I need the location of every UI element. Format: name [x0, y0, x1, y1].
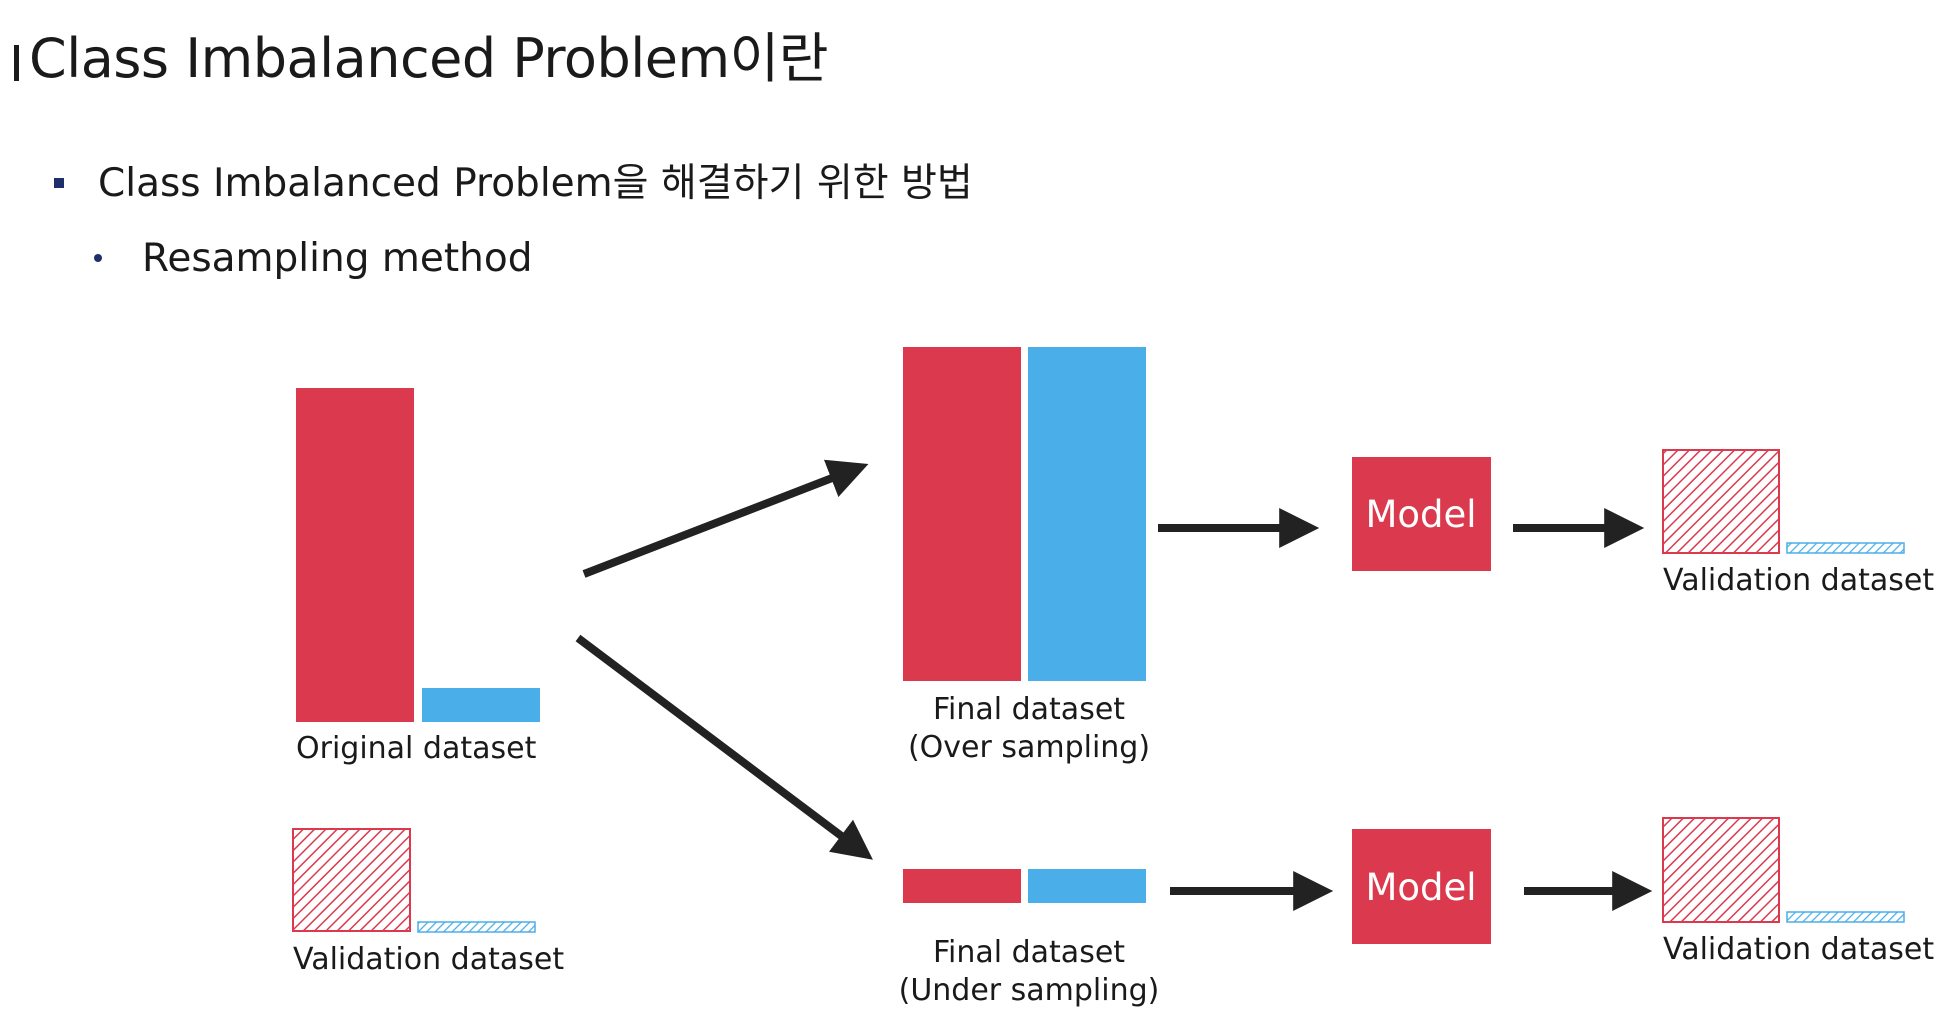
page-title-text: Class Imbalanced Problem이란: [29, 27, 828, 90]
validation-majority-box: [292, 828, 411, 932]
model-box-over-rect: [1352, 457, 1491, 571]
original-dataset-label: Original dataset: [296, 731, 537, 766]
page-title: Class Imbalanced Problem이란: [14, 14, 828, 93]
validation-dataset-label: Validation dataset: [1663, 563, 1934, 598]
model-box-under-rect: [1352, 829, 1491, 944]
original-majority-bar: [296, 388, 414, 722]
validation-dataset-under: Validation dataset: [1662, 817, 1934, 967]
under-sampling-label-line1: Final dataset: [933, 935, 1125, 970]
under-sampling-label-line2: (Under sampling): [899, 973, 1160, 1008]
under-sampling-dataset: Final dataset (Under sampling): [899, 869, 1160, 1008]
over-majority-bar: [903, 347, 1021, 681]
original-minority-bar: [422, 688, 540, 722]
validation-minority-box: [1786, 542, 1905, 554]
validation-majority-box: [1662, 449, 1780, 554]
over-sampling-label-line1: Final dataset: [933, 692, 1125, 727]
right-arrow-icon: [582, 459, 869, 578]
validation-majority-box: [1662, 817, 1780, 923]
over-sampling-label-line2: (Over sampling): [908, 730, 1150, 765]
validation-minority-box: [417, 921, 536, 933]
over-sampling-dataset: Final dataset (Over sampling): [903, 347, 1150, 765]
original-dataset: Original dataset: [296, 388, 540, 766]
validation-minority-box: [1786, 911, 1905, 923]
validation-dataset-label: Validation dataset: [1663, 932, 1934, 967]
model-box-under: Model: [1352, 829, 1491, 944]
square-bullet-icon: [54, 178, 64, 188]
model-label-over: Model: [1365, 493, 1476, 536]
right-arrow-icon: [575, 634, 873, 860]
bullet-item-level-2: Resampling method: [94, 236, 532, 281]
dot-bullet-icon: [94, 254, 102, 262]
bullet-item-level-1: Class Imbalanced Problem을 해결하기 위한 방법: [54, 152, 973, 208]
validation-dataset-label: Validation dataset: [293, 942, 564, 977]
bullet-2-text: Resampling method: [142, 236, 533, 281]
model-box-over: Model: [1352, 457, 1491, 571]
under-minority-bar: [1028, 869, 1146, 903]
title-mark-icon: [14, 45, 19, 81]
under-majority-bar: [903, 869, 1021, 903]
validation-dataset-over: Validation dataset: [1662, 449, 1934, 598]
bullet-1-text: Class Imbalanced Problem을 해결하기 위한 방법: [98, 161, 973, 206]
model-label-under: Model: [1365, 866, 1476, 909]
validation-dataset-left: Validation dataset: [292, 828, 564, 977]
over-minority-bar: [1028, 347, 1146, 681]
